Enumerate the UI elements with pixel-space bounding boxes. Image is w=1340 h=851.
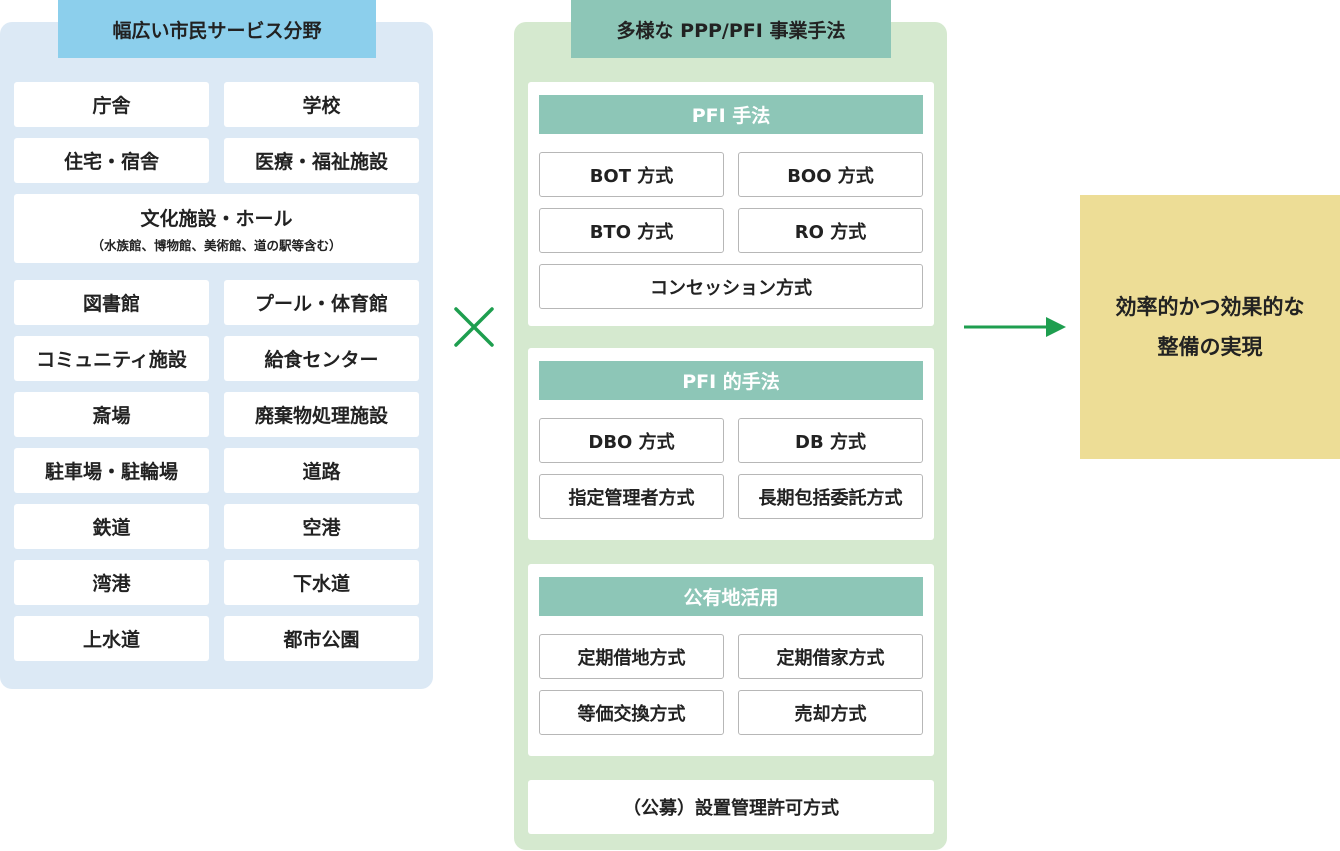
method-item: 等価交換方式: [539, 690, 724, 735]
methods-title: 多様な PPP/PFI 事業手法: [571, 0, 891, 58]
result-line-2: 整備の実現: [1157, 335, 1263, 359]
service-item: 湾港: [14, 560, 209, 605]
method-item-concession: コンセッション方式: [539, 264, 923, 309]
service-item: 鉄道: [14, 504, 209, 549]
service-item: コミュニティ施設: [14, 336, 209, 381]
service-item: 道路: [224, 448, 419, 493]
service-item: 学校: [224, 82, 419, 127]
method-item: 指定管理者方式: [539, 474, 724, 519]
service-item: 都市公園: [224, 616, 419, 661]
service-item: 下水道: [224, 560, 419, 605]
method-item: BTO 方式: [539, 208, 724, 253]
service-item: 上水道: [14, 616, 209, 661]
method-item: 売却方式: [738, 690, 923, 735]
service-item: 給食センター: [224, 336, 419, 381]
services-title: 幅広い市民サービス分野: [58, 0, 376, 58]
method-item: BOT 方式: [539, 152, 724, 197]
method-item: DBO 方式: [539, 418, 724, 463]
service-item: 図書館: [14, 280, 209, 325]
method-item: RO 方式: [738, 208, 923, 253]
result-line-1: 効率的かつ効果的な: [1115, 295, 1305, 319]
culture-label: 文化施設・ホール: [140, 207, 293, 230]
method-item: 定期借地方式: [539, 634, 724, 679]
multiply-icon: [454, 307, 494, 347]
service-item: 空港: [224, 504, 419, 549]
service-item: 廃棄物処理施設: [224, 392, 419, 437]
pfi-like-heading: PFI 的手法: [539, 361, 923, 400]
service-item: 駐車場・駐輪場: [14, 448, 209, 493]
method-item: 定期借家方式: [738, 634, 923, 679]
service-item: 庁舎: [14, 82, 209, 127]
service-item: 医療・福祉施設: [224, 138, 419, 183]
service-item: プール・体育館: [224, 280, 419, 325]
method-item: 長期包括委託方式: [738, 474, 923, 519]
public-land-heading: 公有地活用: [539, 577, 923, 616]
result-box: 効率的かつ効果的な 整備の実現: [1080, 195, 1340, 459]
arrow-right-icon: [964, 317, 1066, 337]
park-pfi-card: （公募）設置管理許可方式: [528, 780, 934, 834]
service-item: 住宅・宿舎: [14, 138, 209, 183]
method-item: DB 方式: [738, 418, 923, 463]
service-item: 斎場: [14, 392, 209, 437]
method-item: BOO 方式: [738, 152, 923, 197]
service-item-culture: 文化施設・ホール （水族館、博物館、美術館、道の駅等含む）: [14, 194, 419, 263]
pfi-heading: PFI 手法: [539, 95, 923, 134]
culture-sub-label: （水族館、博物館、美術館、道の駅等含む）: [91, 237, 342, 253]
